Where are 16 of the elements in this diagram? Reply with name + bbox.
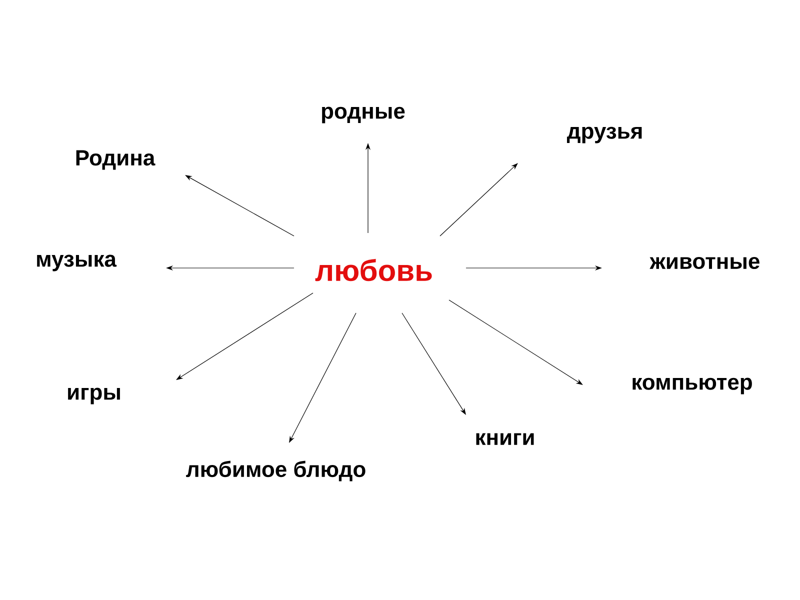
- arrow: [448, 300, 583, 385]
- arrow: [289, 312, 356, 443]
- topic-label: родные: [322, 106, 405, 124]
- topic-label: книги: [476, 433, 534, 445]
- topic-label: друзья: [566, 126, 642, 144]
- topic-label: любимое блюдо: [186, 460, 366, 482]
- hub-label: любовь: [315, 258, 432, 282]
- topic-label: животные: [650, 256, 760, 270]
- arrow: [176, 292, 314, 380]
- topic-label: игры: [68, 388, 120, 404]
- arrow: [440, 163, 518, 236]
- topic-label: музыка: [37, 254, 117, 272]
- arrow: [402, 312, 466, 415]
- topic-label: компьютер: [632, 378, 752, 394]
- arrow: [185, 175, 294, 236]
- topic-label: Родина: [76, 150, 156, 170]
